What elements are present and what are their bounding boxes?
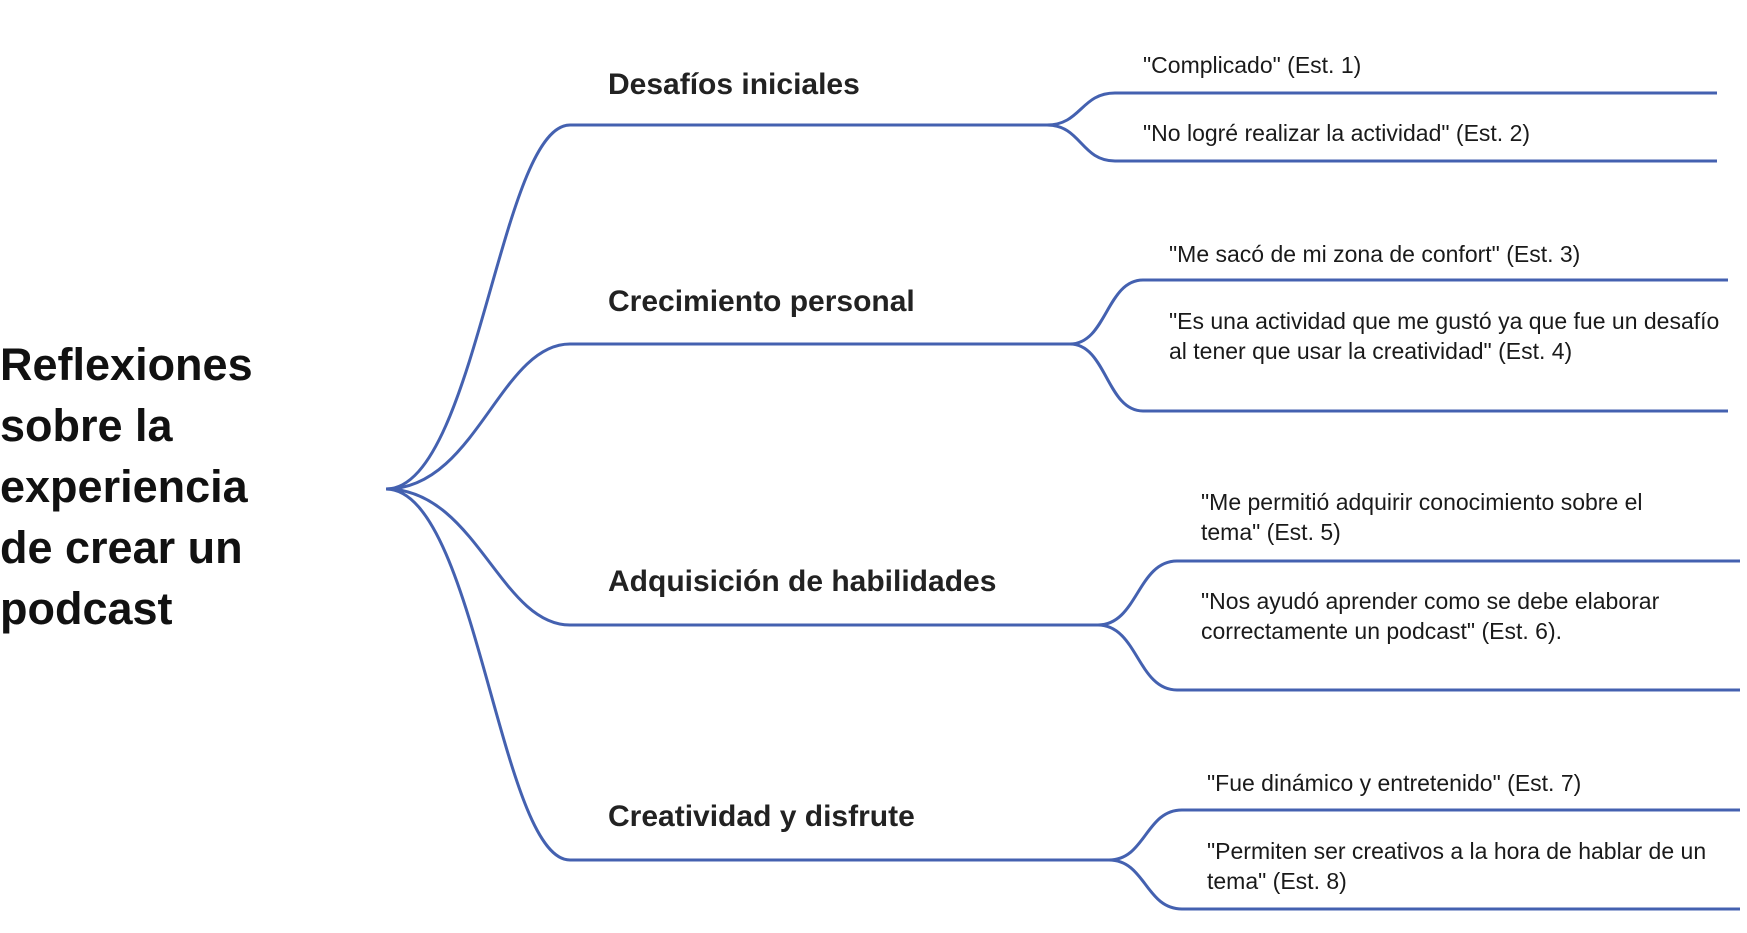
branch-crecimiento-personal: Crecimiento personal (608, 285, 915, 318)
leaf-connector-2-2 (1069, 342, 1728, 413)
leaf-est-7: "Fue dinámico y entretenido" (Est. 7) (1207, 770, 1582, 796)
leaf-connector-1-1 (1046, 91, 1717, 127)
leaf-est-4: "Es una actividad que me gustó ya que fu… (1169, 308, 1720, 364)
leaf-est-5: "Me permitió adquirir conocimiento sobre… (1201, 489, 1643, 545)
branch-adquisicion-habilidades: Adquisición de habilidades (608, 565, 997, 598)
branch-connector-1 (385, 123, 1047, 491)
branch-connector-3 (385, 487, 1098, 627)
branch-creatividad-disfrute: Creatividad y disfrute (608, 800, 915, 833)
branch-desafios-iniciales: Desafíos iniciales (608, 68, 860, 101)
root-topic: Reflexiones sobre la experiencia de crea… (0, 339, 253, 634)
leaf-connector-2-1 (1069, 278, 1728, 346)
branch-connector-4 (385, 487, 1109, 862)
leaf-est-8: "Permiten ser creativos a la hora de hab… (1207, 838, 1707, 894)
leaf-est-3: "Me sacó de mi zona de confort" (Est. 3) (1169, 241, 1581, 267)
leaf-connector-1-2 (1046, 123, 1717, 163)
leaf-connector-3-2 (1097, 623, 1740, 692)
leaf-connector-4-1 (1108, 808, 1740, 862)
leaf-connector-4-2 (1108, 858, 1740, 911)
leaf-est-6: "Nos ayudó aprender como se debe elabora… (1201, 588, 1660, 644)
leaf-connector-3-1 (1097, 559, 1740, 627)
leaf-est-1: "Complicado" (Est. 1) (1143, 52, 1362, 78)
branch-connector-2 (385, 342, 1070, 491)
leaf-est-2: "No logré realizar la actividad" (Est. 2… (1143, 120, 1531, 146)
